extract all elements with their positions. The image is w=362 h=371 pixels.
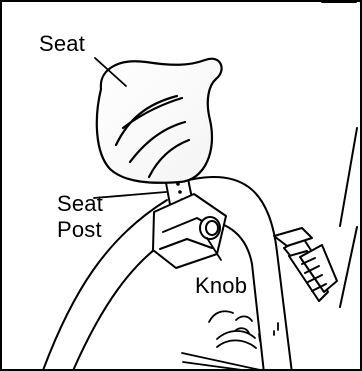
pedal-assembly: [274, 228, 337, 301]
seat-label: Seat: [39, 33, 85, 55]
frame-tube-front-inner: [72, 240, 167, 371]
knob-label: Knob: [195, 275, 247, 297]
seat-post-label-line2: Post: [57, 219, 102, 241]
seat-post-leader: [94, 192, 166, 198]
knob-shape: [200, 217, 220, 239]
rear-support: [340, 128, 357, 226]
seat-post-label-line1: Seat: [57, 193, 103, 215]
rear-support-lower: [340, 227, 357, 307]
